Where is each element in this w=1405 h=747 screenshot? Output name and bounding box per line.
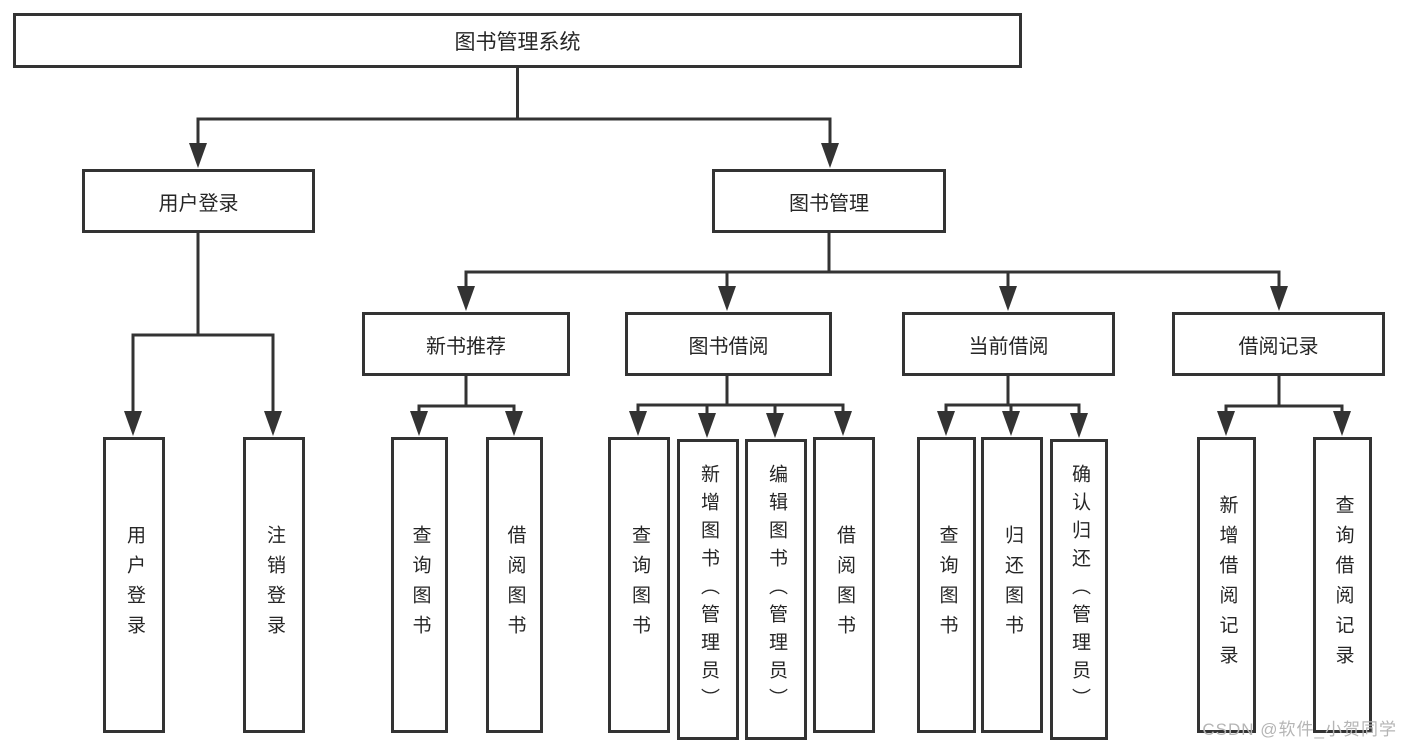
node-leaf-query-books-current: 查询图书	[917, 437, 976, 733]
node-label: 图书借阅	[688, 335, 769, 358]
node-leaf-borrow-books: 借阅图书	[813, 437, 875, 733]
node-library-management-system: 图书管理系统	[13, 13, 1022, 68]
node-label: 注销登录	[263, 525, 285, 645]
node-new-book-recommendation: 新书推荐	[362, 312, 570, 376]
node-leaf-add-borrow-record: 新增借阅记录	[1197, 437, 1256, 733]
node-label: 借阅图书	[504, 525, 526, 645]
csdn-watermark: CSDN @软件_小贺同学	[1202, 720, 1397, 739]
node-label: 归还图书	[1001, 525, 1023, 645]
node-label: 借阅图书	[833, 525, 855, 645]
node-leaf-return-books: 归还图书	[981, 437, 1043, 733]
node-label: 查询借阅记录	[1332, 495, 1354, 675]
node-label: 查询图书	[628, 525, 650, 645]
node-leaf-query-borrow-record: 查询借阅记录	[1313, 437, 1372, 733]
node-book-borrowing: 图书借阅	[625, 312, 832, 376]
node-leaf-confirm-return-admin: 确认归还（管理员）	[1050, 439, 1108, 740]
arrowhead-icons	[124, 143, 1351, 438]
node-label: 新书推荐	[426, 335, 506, 358]
node-leaf-logout: 注销登录	[243, 437, 305, 733]
node-leaf-borrow-books-recommend: 借阅图书	[486, 437, 543, 733]
node-label: 借阅记录	[1238, 335, 1319, 358]
node-label: 新增借阅记录	[1216, 495, 1238, 675]
node-book-management-branch: 图书管理	[712, 169, 946, 233]
node-leaf-user-login: 用户登录	[103, 437, 165, 733]
node-label: 当前借阅	[968, 335, 1049, 358]
node-label: 编辑图书（管理员）	[765, 463, 787, 716]
node-user-login-branch: 用户登录	[82, 169, 315, 233]
node-leaf-edit-books-admin: 编辑图书（管理员）	[745, 439, 807, 740]
node-leaf-add-books-admin: 新增图书（管理员）	[677, 439, 739, 740]
node-leaf-query-books-borrow: 查询图书	[608, 437, 670, 733]
node-current-borrowing: 当前借阅	[902, 312, 1115, 376]
node-leaf-query-books-recommend: 查询图书	[391, 437, 448, 733]
node-label: 用户登录	[158, 192, 239, 215]
node-label: 查询图书	[936, 525, 958, 645]
node-label: 用户登录	[123, 525, 145, 645]
node-borrowing-records: 借阅记录	[1172, 312, 1385, 376]
node-label: 新增图书（管理员）	[697, 463, 719, 716]
node-label: 图书管理系统	[454, 30, 581, 54]
node-label: 图书管理	[789, 192, 869, 215]
node-label: 确认归还（管理员）	[1068, 463, 1090, 716]
node-label: 查询图书	[409, 525, 431, 645]
